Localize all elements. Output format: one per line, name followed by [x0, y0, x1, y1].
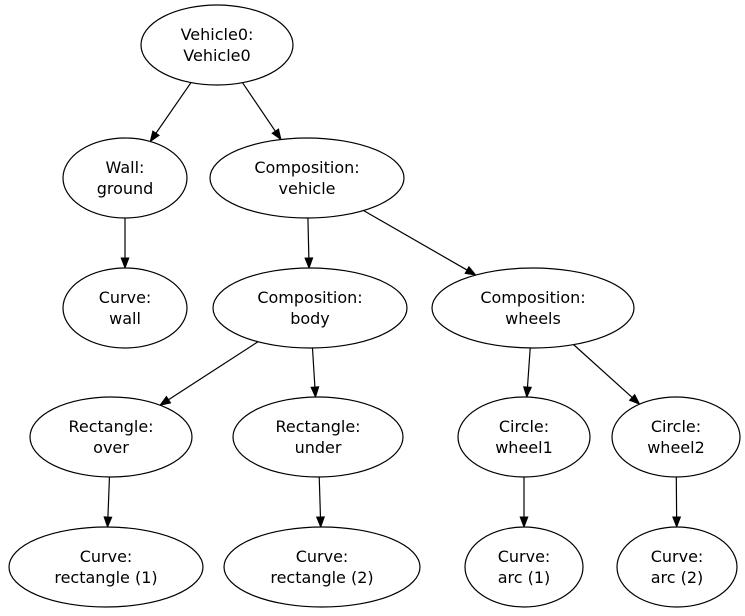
node-label-line2: over — [93, 438, 129, 457]
edge-vehicle0-to-wall-ground — [149, 82, 192, 143]
edge-line — [526, 347, 531, 388]
edge-composition-body-to-rectangle-under — [310, 347, 320, 399]
node-label-line2: Vehicle0 — [183, 46, 250, 65]
edge-circle-wheel1-to-curve-arc-1 — [519, 477, 529, 529]
edge-line — [107, 476, 111, 518]
node-ellipse — [616, 526, 738, 608]
node-label-line1: Circle: — [499, 417, 549, 436]
arrowhead-icon — [149, 130, 160, 143]
arrowhead-icon — [523, 386, 533, 399]
node-label-line1: Curve: — [99, 288, 152, 307]
edge-rectangle-over-to-curve-rectangle-1 — [103, 476, 113, 529]
edge-composition-wheels-to-circle-wheel1 — [523, 347, 533, 399]
node-ellipse — [29, 396, 193, 478]
arrowhead-icon — [628, 393, 641, 406]
node-label-line2: wheels — [505, 309, 561, 328]
node-ellipse — [8, 526, 204, 608]
node-ellipse — [62, 267, 188, 349]
arrowhead-icon — [304, 257, 314, 270]
node-wall-ground: Wall: ground — [62, 137, 188, 219]
node-curve-rectangle-2: Curve: rectangle (2) — [223, 526, 421, 608]
node-label-line2: vehicle — [279, 179, 336, 198]
node-label-line1: Circle: — [651, 417, 701, 436]
edges-layer — [103, 82, 682, 529]
node-label-line1: Wall: — [106, 158, 145, 177]
node-label-line1: Composition: — [254, 158, 359, 177]
node-label-line1: Curve: — [296, 547, 349, 566]
arrowhead-icon — [158, 395, 172, 406]
node-ellipse — [209, 137, 405, 219]
edge-composition-vehicle-to-composition-wheels — [363, 209, 477, 276]
node-curve-rectangle-1: Curve: rectangle (1) — [8, 526, 204, 608]
edge-rectangle-under-to-curve-rectangle-2 — [315, 476, 325, 529]
edge-line — [318, 476, 322, 518]
arrowhead-icon — [120, 257, 130, 270]
node-rectangle-over: Rectangle: over — [29, 396, 193, 478]
node-label-line2: under — [295, 438, 342, 457]
node-vehicle0: Vehicle0: Vehicle0 — [140, 4, 294, 86]
node-label-line2: wheel2 — [647, 438, 705, 457]
edge-composition-wheels-to-circle-wheel2 — [573, 344, 641, 406]
edge-circle-wheel2-to-curve-arc-2 — [672, 476, 682, 529]
edge-composition-vehicle-to-composition-body — [304, 217, 314, 270]
arrowhead-icon — [310, 386, 320, 399]
arrowhead-icon — [464, 265, 477, 276]
node-label-line2: arc (1) — [498, 568, 551, 587]
node-label-line1: Rectangle: — [275, 417, 360, 436]
node-label-line1: Composition: — [480, 288, 585, 307]
edge-line — [307, 217, 310, 259]
edge-line — [363, 209, 468, 271]
arrowhead-icon — [315, 516, 325, 529]
node-label-line2: rectangle (1) — [54, 568, 157, 587]
node-label-line2: arc (2) — [651, 568, 704, 587]
node-curve-arc-1: Curve: arc (1) — [464, 526, 584, 608]
node-label-line1: Curve: — [80, 547, 133, 566]
node-ellipse — [140, 4, 294, 86]
node-label-line1: Curve: — [651, 547, 704, 566]
node-label-line2: ground — [97, 179, 154, 198]
edge-line — [242, 82, 276, 132]
arrowhead-icon — [271, 128, 282, 141]
node-circle-wheel1: Circle: wheel1 — [457, 396, 591, 478]
node-rectangle-under: Rectangle: under — [232, 396, 404, 478]
edge-line — [573, 344, 633, 398]
arrowhead-icon — [672, 516, 682, 529]
node-label-line2: rectangle (2) — [270, 568, 373, 587]
node-curve-arc-2: Curve: arc (2) — [616, 526, 738, 608]
node-label-line1: Curve: — [498, 547, 551, 566]
node-label-line2: wheel1 — [495, 438, 553, 457]
node-ellipse — [212, 267, 408, 349]
node-ellipse — [457, 396, 591, 478]
node-ellipse — [232, 396, 404, 478]
node-ellipse — [431, 267, 635, 349]
node-ellipse — [223, 526, 421, 608]
edge-vehicle0-to-composition-vehicle — [242, 82, 282, 141]
node-circle-wheel2: Circle: wheel2 — [611, 396, 741, 478]
node-ellipse — [611, 396, 741, 478]
node-label-line1: Composition: — [257, 288, 362, 307]
node-ellipse — [62, 137, 188, 219]
edge-line — [311, 347, 316, 388]
node-label-line2: wall — [109, 309, 141, 328]
node-curve-wall: Curve: wall — [62, 267, 188, 349]
node-label-line2: body — [290, 309, 330, 328]
nodes-layer: Vehicle0:Vehicle0Wall:groundComposition:… — [8, 4, 741, 608]
edge-composition-body-to-rectangle-over — [158, 341, 259, 406]
node-ellipse — [464, 526, 584, 608]
node-composition-vehicle: Composition: vehicle — [209, 137, 405, 219]
node-label-line1: Vehicle0: — [181, 25, 254, 44]
arrowhead-icon — [103, 516, 113, 529]
node-composition-body: Composition: body — [212, 267, 408, 349]
node-composition-wheels: Composition: wheels — [431, 267, 635, 349]
edge-line — [168, 341, 259, 401]
edge-wall-ground-to-curve-wall — [120, 218, 130, 270]
edge-line — [155, 82, 192, 134]
node-label-line1: Rectangle: — [68, 417, 153, 436]
arrowhead-icon — [519, 516, 529, 529]
